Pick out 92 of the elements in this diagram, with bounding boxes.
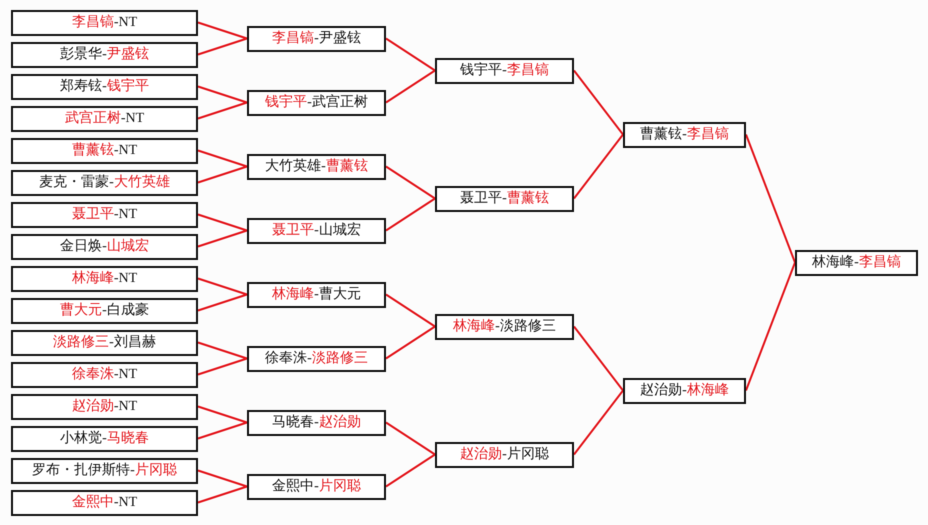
match-box (435, 58, 574, 84)
match-result-text: 林海峰-李昌镐 (812, 254, 901, 270)
match-box (11, 490, 198, 516)
match-box (11, 10, 198, 36)
bracket-line (745, 262, 796, 391)
match-result-text: 聂卫平-NT (72, 206, 138, 222)
match-result-text: 林海峰-曹大元 (272, 286, 361, 302)
match-box (11, 266, 198, 292)
bracket-line (198, 86, 248, 104)
match-result-text: 聂卫平-山城宏 (272, 222, 361, 238)
match-box (11, 234, 198, 260)
bracket-line (573, 134, 624, 200)
match-result-text: 聂卫平-曹薰铉 (460, 190, 549, 206)
bracket-line (745, 134, 796, 263)
match-result-text: 郑寿铉-钱宇平 (60, 78, 149, 94)
match-box (247, 90, 386, 116)
match-box (247, 154, 386, 180)
match-box (623, 378, 746, 404)
bracket-line (385, 38, 436, 72)
match-box (11, 426, 198, 452)
match-box (435, 186, 574, 212)
bracket-line (385, 454, 436, 488)
match-result-text: 麦克・雷蒙-大竹英雄 (39, 174, 170, 190)
bracket-line (573, 70, 624, 136)
match-result-text: 林海峰-淡路修三 (453, 318, 556, 334)
match-result-text: 曹大元-白成豪 (60, 302, 149, 318)
match-result-text: 彭景华-尹盛铉 (60, 46, 149, 62)
bracket-line (198, 294, 248, 312)
match-box (247, 282, 386, 308)
bracket-line (198, 278, 248, 296)
bracket-line (385, 70, 436, 104)
match-box (247, 410, 386, 436)
match-box (435, 442, 574, 468)
bracket-line (385, 294, 436, 328)
bracket-line (385, 198, 436, 232)
bracket-line (198, 214, 248, 232)
bracket-line (198, 166, 248, 184)
match-result-text: 大竹英雄-曹薰铉 (265, 158, 368, 174)
match-box (247, 26, 386, 52)
bracket-line (198, 230, 248, 248)
match-box (11, 362, 198, 388)
match-result-text: 金熙中-NT (72, 494, 138, 510)
match-result-text: 罗布・扎伊斯特-片冈聪 (32, 462, 177, 478)
match-result-text: 曹薰铉-NT (72, 142, 138, 158)
match-result-text: 徐奉洙-淡路修三 (265, 350, 368, 366)
match-box (11, 458, 198, 484)
bracket-line (385, 166, 436, 200)
bracket-line (198, 150, 248, 168)
bracket-line (573, 326, 624, 392)
match-result-text: 曹薰铉-李昌镐 (640, 126, 729, 142)
match-result-text: 林海峰-NT (72, 270, 138, 286)
match-result-text: 钱宇平-李昌镐 (460, 62, 549, 78)
bracket-line (198, 22, 248, 40)
bracket-line (198, 406, 248, 424)
match-result-text: 李昌镐-尹盛铉 (272, 30, 361, 46)
bracket-line (198, 486, 248, 504)
match-result-text: 金熙中-片冈聪 (272, 478, 361, 494)
match-result-text: 马晓春-赵治勋 (272, 414, 361, 430)
bracket-line (198, 470, 248, 488)
bracket-line (198, 358, 248, 376)
match-result-text: 淡路修三-刘昌赫 (53, 334, 156, 350)
match-box (11, 330, 198, 356)
match-result-text: 武宫正树-NT (64, 110, 144, 126)
match-box (11, 170, 198, 196)
bracket-line (198, 38, 248, 56)
bracket-line (385, 326, 436, 360)
match-result-text: 金日焕-山城宏 (60, 238, 149, 254)
match-result-text: 赵治勋-林海峰 (640, 382, 729, 398)
bracket-line (573, 390, 624, 456)
match-box (795, 250, 918, 276)
match-result-text: 钱宇平-武宫正树 (265, 94, 368, 110)
match-result-text: 小林觉-马晓春 (60, 430, 149, 446)
match-box (11, 106, 198, 132)
bracket-line (198, 422, 248, 440)
match-box (247, 218, 386, 244)
match-result-text: 赵治勋-NT (72, 398, 138, 414)
match-box (11, 74, 198, 100)
match-result-text: 李昌镐-NT (72, 14, 138, 30)
match-box (623, 122, 746, 148)
match-result-text: 徐奉洙-NT (72, 366, 138, 382)
bracket-line (198, 102, 248, 120)
match-result-text: 赵治勋-片冈聪 (460, 446, 549, 462)
match-box (11, 298, 198, 324)
match-box (247, 346, 386, 372)
bracket-line (385, 422, 436, 456)
match-box (247, 474, 386, 500)
match-box (11, 202, 198, 228)
match-box (11, 42, 198, 68)
match-box (11, 138, 198, 164)
match-box (435, 314, 574, 340)
bracket-line (198, 342, 248, 360)
match-box (11, 394, 198, 420)
